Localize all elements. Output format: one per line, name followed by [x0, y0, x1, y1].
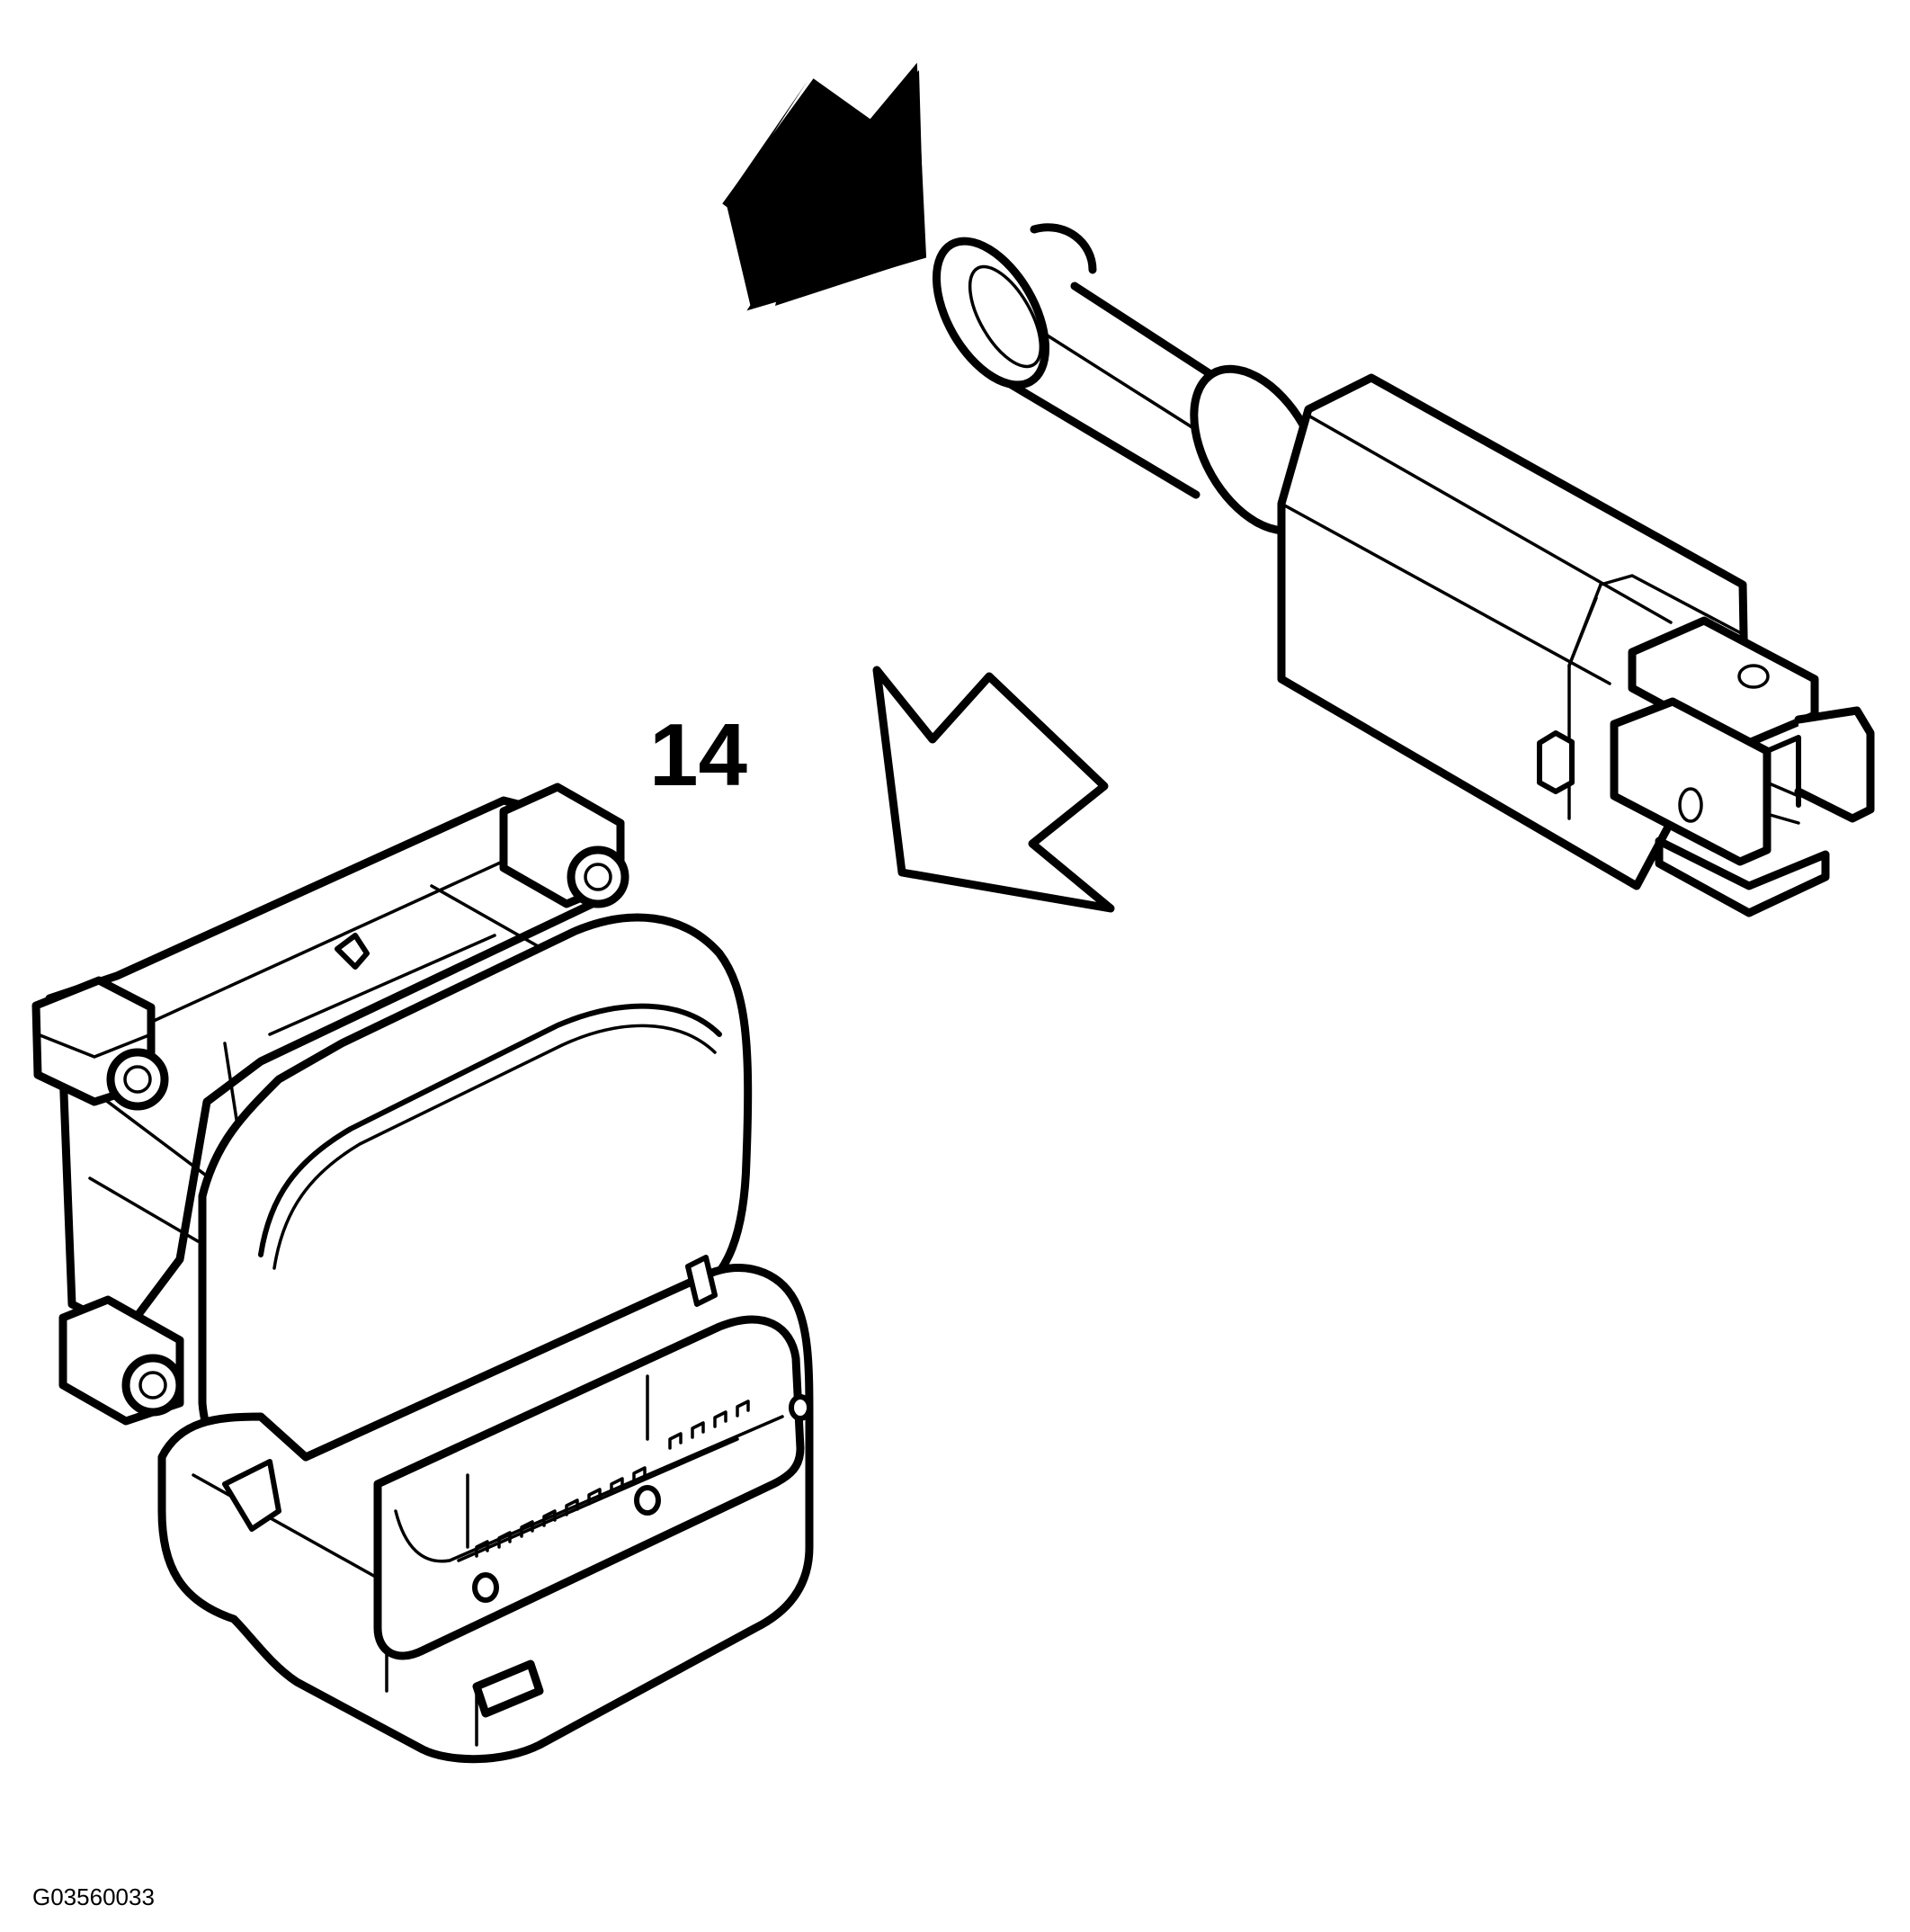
figure-code: G03560033 — [32, 1883, 155, 1910]
solid-arrow-icon — [722, 62, 927, 311]
control-unit-drawing — [31, 783, 814, 1764]
outline-arrow-icon — [872, 666, 1115, 913]
callout-label: 14 — [649, 705, 748, 804]
brake-switch-drawing — [932, 223, 1875, 917]
